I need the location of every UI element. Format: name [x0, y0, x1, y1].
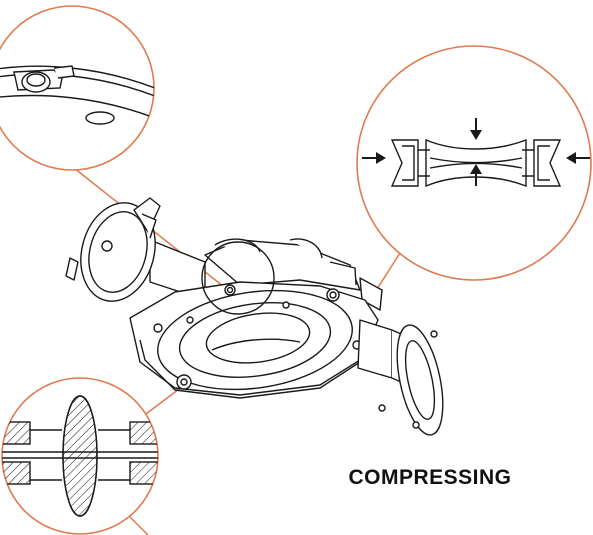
compression-arrow-icons: [362, 118, 590, 186]
right-cylinder: [357, 319, 444, 436]
end-cap-left: [65, 197, 206, 302]
detail-compression-arrows: [356, 45, 592, 281]
detail-hatched-seal: [1, 377, 159, 535]
detail-hinge-clamp: [0, 5, 155, 171]
caption-label: COMPRESSING: [348, 466, 512, 489]
highlight-ring: [201, 241, 275, 315]
base-flange: [129, 281, 379, 399]
assembly-drawing: [65, 197, 444, 436]
